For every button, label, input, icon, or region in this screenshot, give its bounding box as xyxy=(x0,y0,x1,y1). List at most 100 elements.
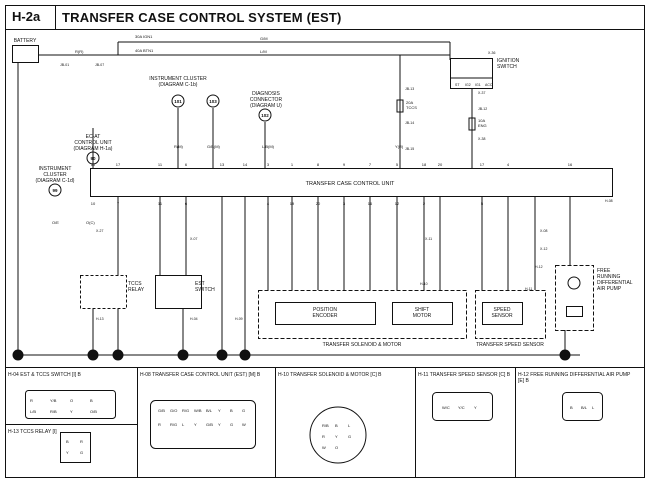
tccu-lower-pin-number: 3 xyxy=(343,201,346,206)
fuse-ign1-label: 30A IGN1 xyxy=(135,34,153,39)
tccu-label: TRANSFER CASE CONTROL UNIT xyxy=(306,181,395,187)
connector-pin-label: O/B xyxy=(90,409,97,414)
instrument-cluster-2-label: INSTRUMENT xyxy=(39,166,72,172)
connector-pin-label: W xyxy=(322,445,326,450)
speed-sensor-label: SENSOR xyxy=(491,313,513,319)
ground-point xyxy=(87,349,99,361)
connector-pin-label: O xyxy=(70,398,73,403)
position-encoder-label: POSITION xyxy=(313,307,337,313)
air-pump-label: AIR PUMP xyxy=(597,286,622,292)
connector-pin-label: B xyxy=(66,439,69,444)
tccu-pin-number: 17 xyxy=(116,162,121,167)
tccu-lower-pin-number: 10 xyxy=(91,201,96,206)
pump-motor-symbol xyxy=(567,276,581,290)
ec-at-control-unit-label: (DIAGRAM H-1a) xyxy=(74,146,113,152)
battery-label: BATTERY xyxy=(14,38,37,44)
harness-ref-label: H-11 xyxy=(525,287,532,291)
h04-connector-face xyxy=(25,390,116,419)
connector-pin-label: L/B xyxy=(30,409,36,414)
wire-color-label: Y(R) xyxy=(395,144,404,149)
wire-color-label: L/M xyxy=(260,49,267,54)
wire-color-label: R(M) xyxy=(174,144,184,149)
speed-sensor-label: SPEED xyxy=(494,307,511,313)
diagram-ref-bubble-label: 101 xyxy=(174,99,182,104)
ignition-switch-label: IGNITION xyxy=(497,58,520,64)
ground-point-label: 2 xyxy=(244,353,247,358)
connector-pin-label: W xyxy=(242,422,246,427)
tccu-lower-pin-number: 16 xyxy=(368,201,373,206)
air-pump-label: RUNNING xyxy=(597,274,620,280)
tccu-lower-pin-number: 20 xyxy=(316,201,321,206)
connector-pin-label: B xyxy=(570,405,573,410)
connector-pin-label: G/B xyxy=(158,408,165,413)
wire-color-label: G/B(M) xyxy=(207,144,221,149)
ignition-position-label: IG1 xyxy=(475,83,481,87)
diagram-ref-bubble xyxy=(258,108,272,122)
tccu-pin-number: 6 xyxy=(185,162,188,167)
connector-pin-label: B/L xyxy=(581,405,588,410)
connector-pin-label: B/L xyxy=(206,408,213,413)
ground-point xyxy=(239,349,251,361)
tccs-fuse xyxy=(396,99,404,113)
ignition-position-label: ST xyxy=(455,83,460,87)
tccu-pin-number: 10 xyxy=(91,162,96,167)
connector-pin-label: R/G xyxy=(170,422,177,427)
connector-pin-label: R xyxy=(322,434,325,439)
fuse-eng-label: 10A xyxy=(478,118,485,123)
eng-fuse xyxy=(468,117,476,131)
harness-ref-label: X-27 xyxy=(96,229,103,233)
connector-pin-label: W/B xyxy=(194,408,202,413)
tccu-pin-number: 7 xyxy=(369,162,372,167)
connector-pin-label: B xyxy=(335,423,338,428)
air-pump-label: DIFFERENTIAL xyxy=(597,280,633,286)
wire-color-label: G/M xyxy=(260,36,268,41)
harness-ref-label: X-07 xyxy=(190,237,197,241)
ground-point xyxy=(559,349,571,361)
tccu-lower-pin-number: 11 xyxy=(158,201,163,206)
position-encoder-box xyxy=(275,302,376,325)
ground-point-label: 13 xyxy=(91,353,96,358)
connector-pin-label: L xyxy=(182,422,185,427)
transfer-speed-sensor-label: TRANSFER SPEED SENSOR xyxy=(476,342,544,348)
harness-ref-label: X-12 xyxy=(540,247,547,251)
harness-ref-label: H-12 xyxy=(535,265,543,269)
connector-pin-label: L xyxy=(348,423,351,428)
ec-at-control-unit-label: CONTROL UNIT xyxy=(74,140,111,146)
connector-pin-label: G xyxy=(230,422,233,427)
harness-ref-label: X-37 xyxy=(478,91,485,95)
connector-pin-label: R/B xyxy=(50,409,57,414)
connector-title: H-11 TRANSFER SPEED SENSOR [C] B xyxy=(418,372,511,378)
ground-point-label: 4 xyxy=(564,353,567,358)
ec-at-control-unit-label: EC-AT xyxy=(86,134,101,140)
tccu-pin-number: 18 xyxy=(422,162,427,167)
connector-pin-label: G xyxy=(80,450,83,455)
harness-ref-label: H-13 xyxy=(96,317,104,321)
fuse-tccs-label: TCCS xyxy=(406,105,417,110)
shift-motor-label: MOTOR xyxy=(413,313,432,319)
position-encoder-label: ENCODER xyxy=(312,313,337,319)
tccu-lower-pin-number: 5 xyxy=(481,201,484,206)
shift-motor-box xyxy=(392,302,453,325)
tccu-pin-number: 1 xyxy=(291,162,294,167)
diagram-ref-bubble-label: 99 xyxy=(52,188,58,193)
ground-point-label: 13 xyxy=(116,353,121,358)
h12-connector-face xyxy=(562,392,603,421)
harness-ref-label: JB-14 xyxy=(405,121,414,125)
h10-connector-face xyxy=(309,406,367,464)
tccs-relay-label: TCCS xyxy=(128,281,142,287)
ground-point-label: G xyxy=(16,353,19,358)
harness-ref-label: H-08 xyxy=(605,199,613,203)
harness-ref-label: X-38 xyxy=(478,137,485,141)
connector-title: H-08 TRANSFER CASE CONTROL UNIT (EST) [M… xyxy=(140,372,261,378)
tccu-pin-number: 13 xyxy=(220,162,225,167)
tccu-lower-pin-number: 6 xyxy=(185,201,188,206)
connector-title: H-04 EST & TCCS SWITCH [I] B xyxy=(8,372,82,378)
solenoid-motor-label: TRANSFER SOLENOID & MOTOR xyxy=(323,342,402,348)
connector-pin-label: Y xyxy=(194,422,197,427)
ground-point-label: 2 xyxy=(221,353,224,358)
diagram-ref-bubble xyxy=(48,183,62,197)
diagram-ref-bubble-label: 102 xyxy=(261,113,269,118)
ground-point xyxy=(216,349,228,361)
